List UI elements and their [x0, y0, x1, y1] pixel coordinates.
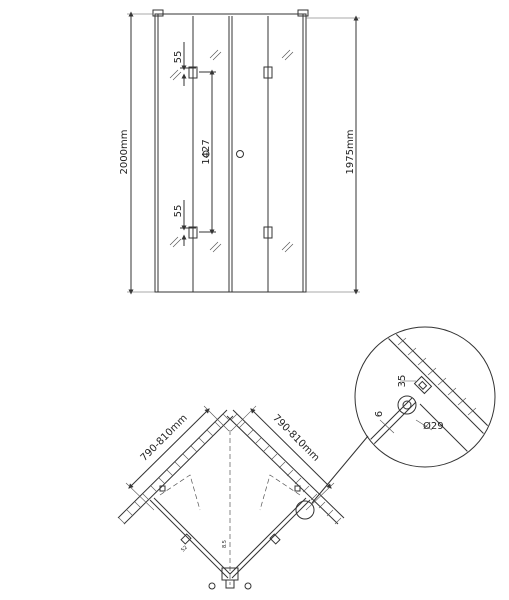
- svg-text:52: 52: [180, 545, 189, 554]
- total-height-label: 2000mm: [119, 130, 130, 175]
- glass-reflections: [169, 49, 294, 253]
- detail-dim-35: 35: [397, 375, 408, 388]
- width-right-label: 790-810mm: [270, 413, 321, 464]
- hinge-offset-top-label: 55: [173, 51, 184, 64]
- door-swing-right: [259, 474, 301, 511]
- front-elevation: 55 55 1427 2000mm 1975mm: [119, 9, 360, 295]
- detail-callout-marker: [295, 500, 315, 520]
- hinge-offset-bottom-label: 55: [173, 205, 184, 218]
- wall-profile: [413, 375, 433, 395]
- door-height-label: 1975mm: [345, 130, 356, 175]
- plan-view: 52 8.5 790-810mm 790-810mm: [117, 405, 369, 590]
- glass-panel-left: [149, 499, 229, 579]
- hinge-bottom-right: [263, 226, 273, 239]
- hinge-pin-icon: [397, 395, 417, 415]
- width-left-label: 790-810mm: [139, 413, 190, 464]
- detail-dim-6: 6: [374, 411, 385, 417]
- top-cap-left: [152, 9, 164, 17]
- door-swing-left: [159, 474, 201, 511]
- detail-dim-29: Ø29: [423, 420, 444, 432]
- hinge-bottom-left: [188, 226, 198, 239]
- hinge-top-left: [188, 66, 198, 79]
- svg-text:8.5: 8.5: [222, 540, 228, 548]
- leader-line: [311, 435, 369, 504]
- detail-circle: [354, 326, 496, 468]
- door-frame: [154, 13, 307, 293]
- hinge-spacing-label: 1427: [201, 139, 212, 164]
- hinge-top-right: [263, 66, 273, 79]
- door-knob-icon: [236, 150, 244, 158]
- top-cap-right: [297, 9, 309, 17]
- detail-view: 35 6 Ø29: [354, 326, 496, 468]
